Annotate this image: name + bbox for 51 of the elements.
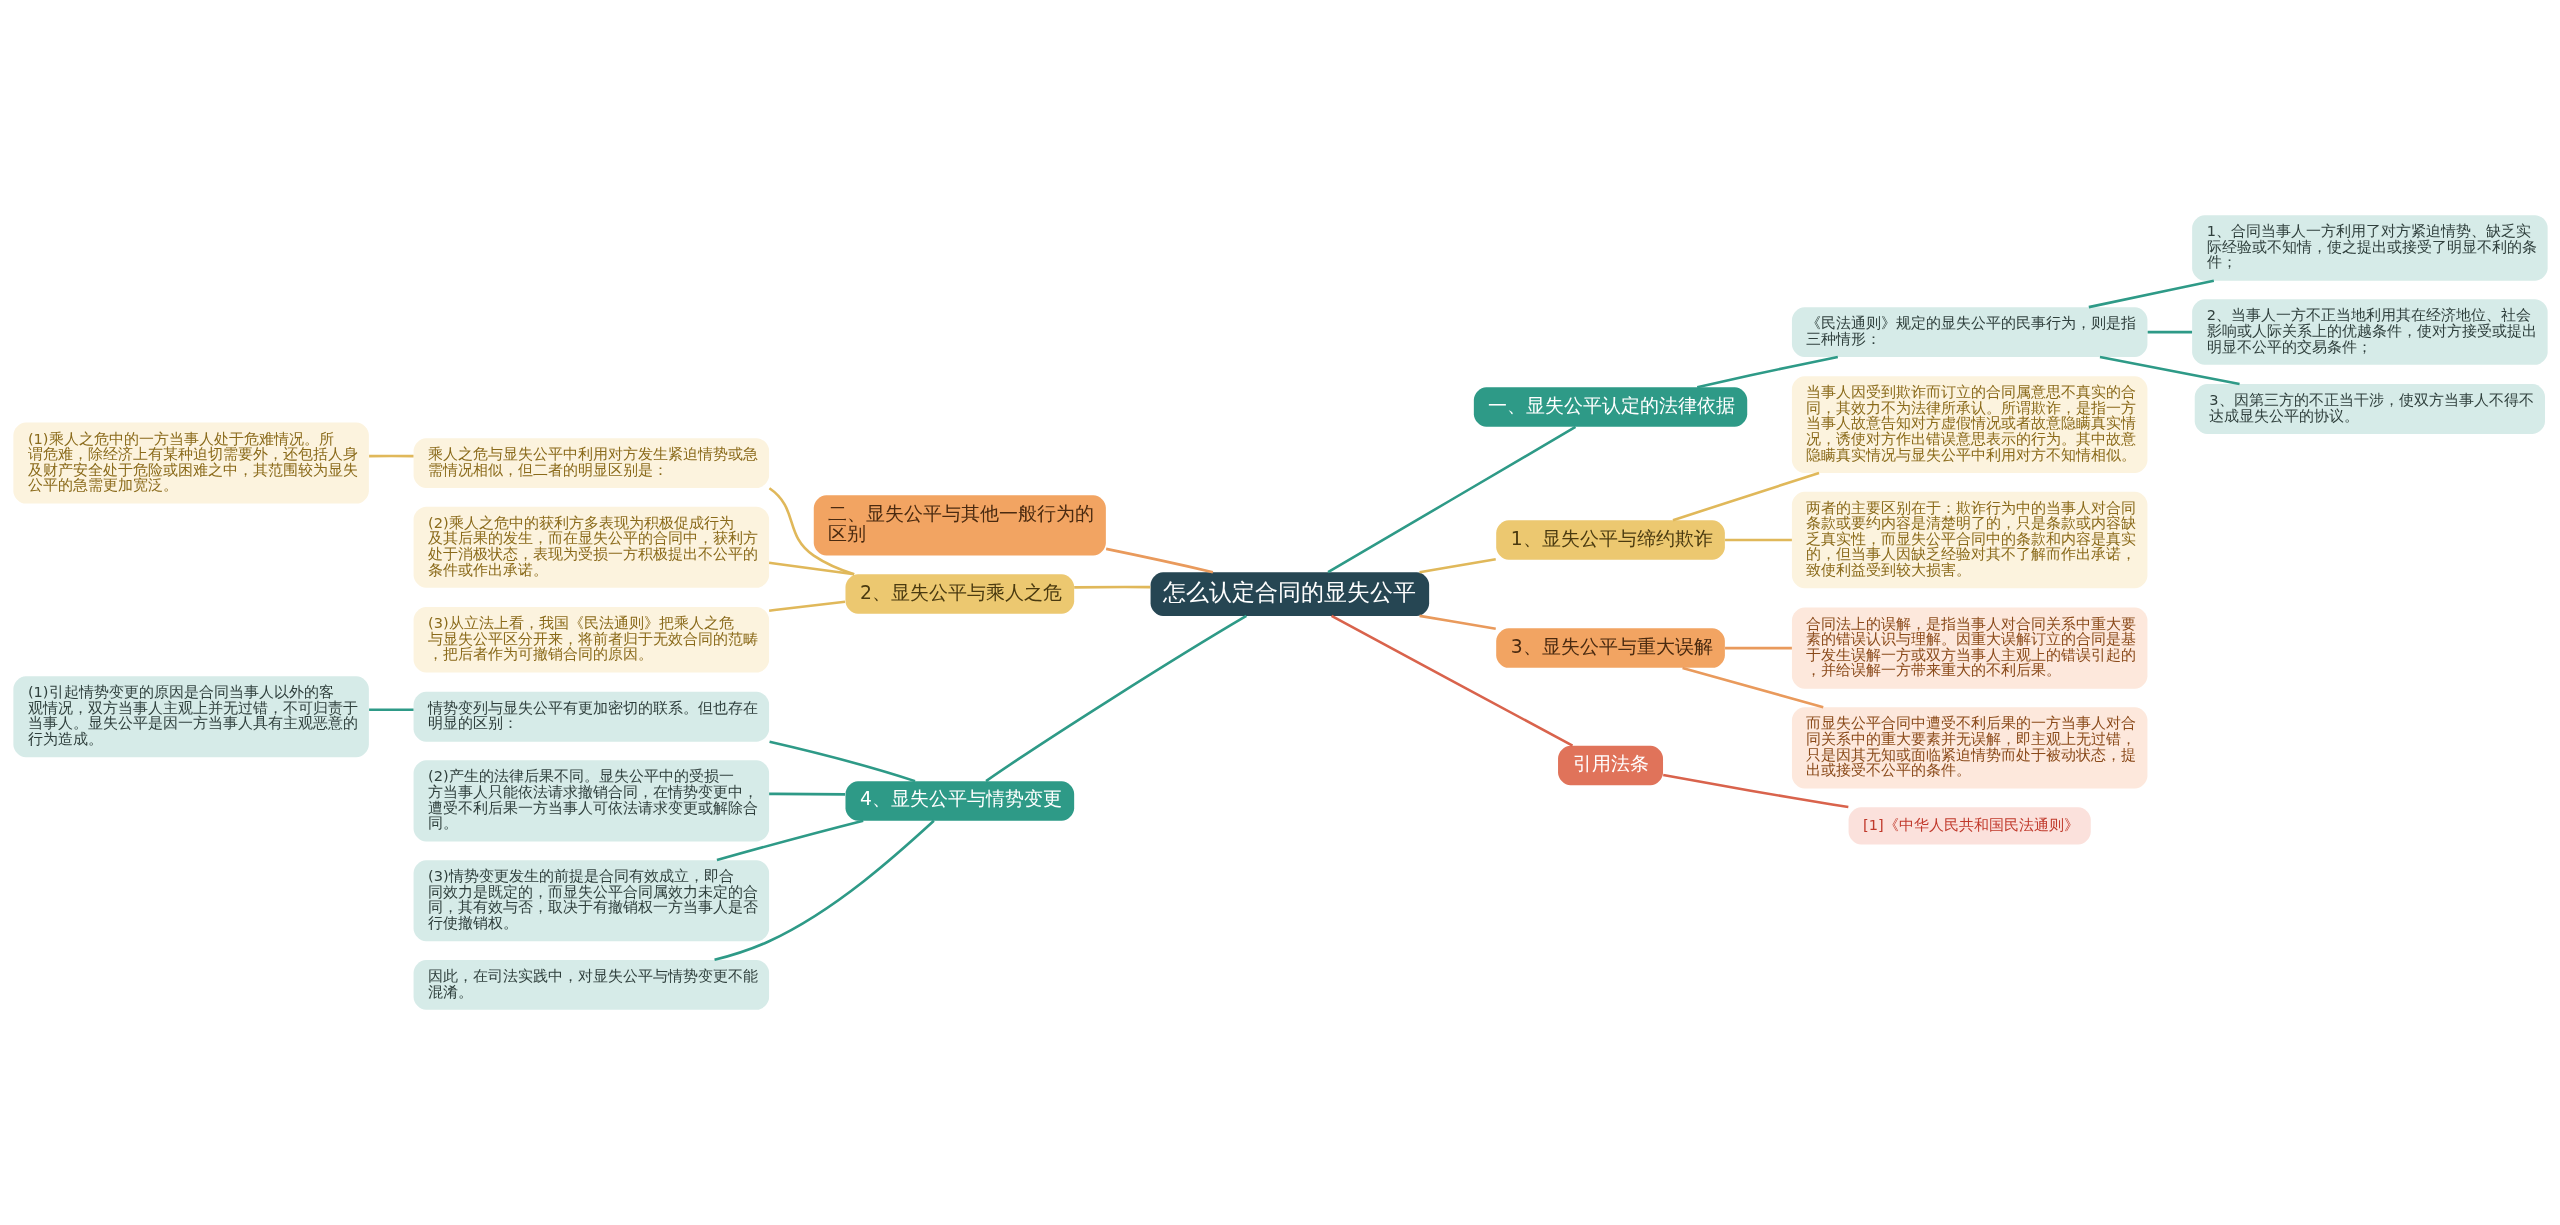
connector <box>1105 547 1213 574</box>
node-box: 二、显失公平与其他一般行为的区别 <box>813 495 1106 556</box>
node-box: 《民法通则》规定的显失公平的民事行为，则是指三种情形： <box>1791 307 2147 358</box>
node-box: 1、合同当事人一方利用了对方紧迫情势、缺乏实际经验或不知情，使之提出或接受了明显不利的条件； <box>2191 215 2548 281</box>
node-box: 2、显失公平与乘人之危 <box>845 574 1074 614</box>
connector <box>2099 355 2240 386</box>
node-box: 2、当事人一方不正当地利用其在经济地位、社会影响或人际关系上的优越条件，使对方接受或提出明显不公平的交易条件； <box>2191 299 2548 365</box>
connector <box>1073 585 1150 589</box>
connector <box>2147 330 2192 334</box>
node-box: 两者的主要区别在于：欺诈行为中的当事人对合同条款或要约内容是清楚明了的，只是条款或内容缺乏真实性，而显失公平合同中的条款和内容是真实的，但当事人因缺乏经验对其不了解而作出承诺，致使利益受到较大损害。 <box>1791 491 2147 589</box>
node-box: (2)乘人之危中的获利方多表现为积极促成行为及其后果的发生，而在显失公平的合同中，获利方处于消极状态，表现为受损一方积极提出不公平的条件或作出承诺。 <box>413 506 769 588</box>
connector <box>368 454 413 458</box>
connector <box>1418 558 1496 574</box>
connector <box>1662 773 1849 809</box>
node-box: 3、显失公平与重大误解 <box>1495 628 1725 668</box>
node-box: 乘人之危与显失公平中利用对方发生紧迫情势或急需情况相似，但二者的明显区别是： <box>413 438 769 488</box>
node-box: 3、因第三方的不正当干涉，使双方当事人不得不达成显失公平的协议。 <box>2194 384 2545 434</box>
node-box: (2)产生的法律后果不同。显失公平中的受损一方当事人只能依法请求撤销合同，在情势变更中，遭受不利后果一方当事人可依法请求变更或解除合同。 <box>413 760 769 842</box>
connector <box>1326 425 1576 574</box>
node-box: 怎么认定合同的显失公平 <box>1150 572 1429 616</box>
connector <box>368 708 413 712</box>
connector <box>1672 471 1819 522</box>
connector <box>713 819 935 962</box>
node-box: 引用法条 <box>1557 745 1663 786</box>
node-box: 合同法上的误解，是指当事人对合同关系中重大要素的错误认识与理解。因重大误解订立的合同是基于发生误解一方或双方当事人主观上的错误引起的，并给误解一方带来重大的不利后果。 <box>1791 607 2147 689</box>
connector <box>768 487 855 576</box>
node-box: 1、显失公平与缔约欺诈 <box>1495 520 1725 560</box>
node-box: (3)从立法上看，我国《民法通则》把乘人之危与显失公平区分开来，将前者归于无效合同的范畴，把后者作为可撤销合同的原因。 <box>413 607 769 673</box>
connector <box>716 819 864 862</box>
node-box: 当事人因受到欺诈而订立的合同属意思不真实的合同，其效力不为法律所承认。所谓欺诈，是指一方当事人故意告知对方虚假情况或者故意隐瞒真实情况，诱使对方作出错误意思表示的行为。其中故意隐瞒真实情况与显失公平中利用对方不知情相似。 <box>1791 376 2147 473</box>
node-box: (1)乘人之危中的一方当事人处于危难情况。所谓危难，除经济上有某种迫切需要外，还包括人身及财产安全处于危险或困难之中，其范围较为显失公平的急需更加宽泛。 <box>12 422 369 504</box>
node-box: 因此，在司法实践中，对显失公平与情势变更不能混淆。 <box>413 959 769 1010</box>
connector <box>768 561 854 576</box>
node-box: (1)引起情势变更的原因是合同当事人以外的客观情况，双方当事人主观上并无过错，不可归责于当事人。显失公平是因一方当事人具有主观恶意的行为造成。 <box>12 676 369 758</box>
connector <box>1724 538 1792 542</box>
node-box: [1]《中华人民共和国民法通则》 <box>1848 807 2091 845</box>
connector <box>1724 646 1792 650</box>
connector <box>768 600 845 612</box>
connector <box>1418 614 1496 631</box>
connector <box>768 792 845 796</box>
node-box: 情势变列与显失公平有更加密切的联系。但也存在明显的区别： <box>413 691 769 742</box>
connector <box>1696 355 1838 389</box>
connector <box>1681 666 1824 709</box>
connector <box>768 740 915 783</box>
node-box: (3)情势变更发生的前提是合同有效成立，即合同效力是既定的，而显失公平合同属效力未定的合同，其有效与否，取决于有撤销权一方当事人是否行使撤销权。 <box>413 860 769 942</box>
connector <box>2088 279 2214 309</box>
node-box: 4、显失公平与情势变更 <box>845 781 1074 821</box>
connector <box>1330 614 1573 747</box>
node-box: 一、显失公平认定的法律依据 <box>1473 387 1747 427</box>
connector <box>984 614 1247 783</box>
node-box: 而显失公平合同中遭受不利后果的一方当事人对合同关系中的重大要素并无误解，即主观上无过错，只是因其无知或面临紧迫情势而处于被动状态，提出或接受不公平的条件。 <box>1791 707 2147 789</box>
